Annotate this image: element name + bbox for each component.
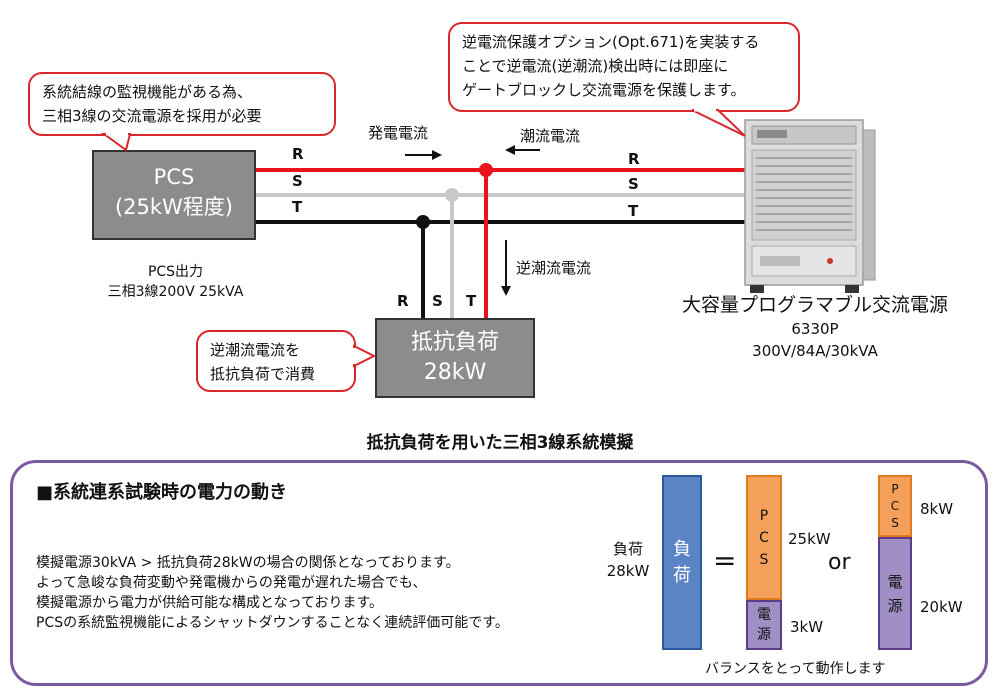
- reverse-flow-arrow: [501, 240, 511, 296]
- pcs-bar-2-char3: S: [891, 515, 899, 530]
- load-bar-char1: 負: [673, 538, 691, 560]
- power-flow-current-label: 潮流電流: [520, 127, 581, 145]
- pcs-bar-1-char3: S: [759, 551, 769, 568]
- pcs-title-line2: (25kW程度): [114, 195, 234, 219]
- source-bar-2: 電 源: [878, 537, 912, 650]
- source-bar-1-char1: 電: [757, 607, 771, 623]
- panel-body-line1: 模擬電源30kVA > 抵抗負荷28kWの場合の関係となっております。: [36, 555, 460, 571]
- phase-label-r-load: R: [397, 292, 409, 310]
- ac-power-source-image: [744, 119, 876, 293]
- t-junction: [416, 215, 430, 229]
- pcs-bar-2: P C S: [878, 475, 912, 537]
- pcs-value-2: 8kW: [920, 500, 954, 518]
- phase-label-t-load: T: [466, 292, 477, 310]
- generation-current-label: 発電電流: [368, 124, 429, 142]
- source-value-2: 20kW: [920, 598, 963, 616]
- callout-tr-line1: 逆電流保護オプション(Opt.671)を実装する: [462, 33, 760, 51]
- callout-bl-line1: 逆潮流電流を: [210, 341, 301, 359]
- diagram-title: 抵抗負荷を用いた三相3線系統模擬: [366, 433, 634, 453]
- source-bar-2-char2: 源: [887, 596, 903, 615]
- panel-body: 模擬電源30kVA > 抵抗負荷28kWの場合の関係となっております。 よって急…: [36, 553, 509, 633]
- pcs-bar-2-char1: P: [891, 481, 899, 496]
- callout-tr-line3: ゲートブロックし交流電源を保護します。: [462, 81, 746, 99]
- pcs-box: PCS (25kW程度): [92, 150, 256, 240]
- phase-label-s-load: S: [432, 292, 443, 310]
- phase-label-t-left: T: [292, 198, 303, 216]
- source-name: 大容量プログラマブル交流電源: [681, 294, 948, 316]
- source-spec: 300V/84A/30kVA: [752, 342, 878, 360]
- callout-tl-line1: 系統結線の監視機能がある為、: [42, 83, 253, 101]
- balance-load-label-line2: 28kW: [606, 562, 650, 580]
- phase-label-s-left: S: [292, 172, 303, 190]
- load-power: 28kW: [423, 360, 487, 385]
- wiring-diagram: [255, 119, 876, 318]
- pcs-bar-1-char2: C: [759, 529, 769, 546]
- pcs-title-line1: PCS: [153, 165, 195, 189]
- resistive-load-box: 抵抗負荷 28kW: [375, 318, 535, 398]
- s-junction: [445, 188, 459, 202]
- balance-note: バランスをとって動作します: [705, 661, 886, 677]
- power-flow-arrow: [505, 145, 540, 155]
- or-label: or: [828, 550, 851, 575]
- pcs-value-1: 25kW: [788, 530, 831, 548]
- phase-label-t-right: T: [628, 202, 639, 220]
- callout-bl-line2: 抵抗負荷で消費: [210, 365, 316, 383]
- r-junction: [479, 163, 493, 177]
- panel-body-line3: 模擬電源から電力が供給可能な構成となっております。: [36, 595, 384, 611]
- callout-reverse-current-protection: 逆電流保護オプション(Opt.671)を実装する ことで逆電流(逆潮流)検出時に…: [448, 22, 800, 112]
- pcs-output-line2: 三相3線200V 25kVA: [107, 284, 244, 300]
- source-bar-2-char1: 電: [887, 572, 903, 591]
- callout-tr-line2: ことで逆電流(逆潮流)検出時には即座に: [462, 57, 729, 75]
- balance-load-label: 負荷 28kW: [598, 538, 658, 582]
- callout-tl-tail: [100, 132, 132, 152]
- panel-heading: ■系統連系試験時の電力の動き: [36, 482, 288, 503]
- equals-sign: =: [713, 544, 737, 577]
- callout-reverse-current-consumed: 逆潮流電流を 抵抗負荷で消費: [196, 330, 356, 392]
- source-value-1: 3kW: [790, 618, 824, 636]
- reverse-flow-current-label: 逆潮流電流: [516, 259, 592, 277]
- pcs-bar-1: P C S: [746, 475, 782, 600]
- pcs-bar-1-char1: P: [759, 507, 769, 524]
- pcs-bar-2-char2: C: [890, 498, 900, 513]
- phase-label-s-right: S: [628, 175, 639, 193]
- power-flow-panel: [10, 460, 988, 686]
- callout-tr-tail: [691, 108, 746, 137]
- source-bar-1: 電 源: [746, 600, 782, 650]
- load-bar-char2: 荷: [673, 564, 691, 586]
- balance-load-label-line1: 負荷: [612, 540, 643, 558]
- callout-grid-monitoring: 系統結線の監視機能がある為、 三相3線の交流電源を採用が必要: [28, 72, 336, 136]
- load-bar: 負 荷: [662, 475, 702, 650]
- pcs-output-line1: PCS出力: [147, 264, 204, 280]
- generation-arrow: [405, 150, 442, 160]
- phase-label-r-right: R: [628, 150, 640, 168]
- callout-bl-tail: [352, 344, 377, 368]
- load-title: 抵抗負荷: [410, 330, 499, 355]
- pcs-output-label: PCS出力 三相3線200V 25kVA: [88, 262, 263, 302]
- source-bar-1-char2: 源: [757, 627, 771, 643]
- callout-tl-line2: 三相3線の交流電源を採用が必要: [42, 107, 262, 125]
- source-model: 6330P: [791, 320, 839, 338]
- panel-body-line4: PCSの系統監視機能によるシャットダウンすることなく連続評価可能です。: [36, 615, 509, 631]
- phase-label-r-left: R: [292, 145, 304, 163]
- panel-body-line2: よって急峻な負荷変動や発電機からの発電が遅れた場合でも、: [36, 575, 427, 591]
